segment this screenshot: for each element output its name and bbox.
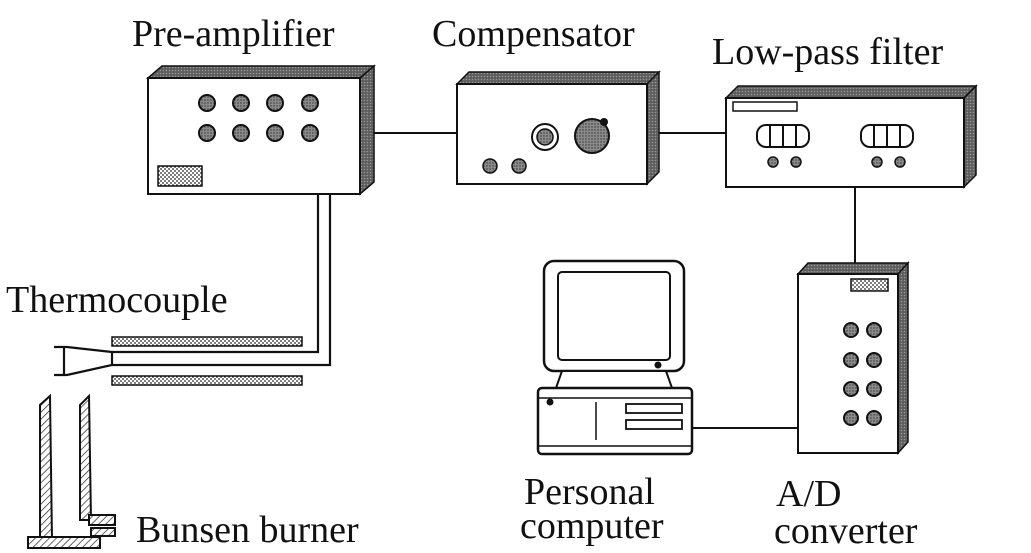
compensator-unit <box>455 70 661 186</box>
lowpass-display <box>732 101 798 112</box>
lowpass-filter-unit <box>724 84 978 189</box>
pc-screen <box>557 271 671 361</box>
label-bunsen-burner: Bunsen burner <box>136 509 359 551</box>
label-lowpass-filter: Low-pass filter <box>712 31 943 73</box>
lowpass-jacks <box>767 156 906 168</box>
preamp-knobs <box>198 94 319 142</box>
pc-drive-1 <box>625 403 683 414</box>
ad-display <box>850 278 889 292</box>
ad-converter-unit <box>796 261 910 455</box>
label-compensator: Compensator <box>432 13 635 55</box>
label-personal-computer-line2: computer <box>520 505 664 547</box>
thermocouple-probe <box>54 336 303 386</box>
lowpass-switch-right <box>860 124 914 148</box>
label-personal-computer-line1: Personal <box>524 471 655 513</box>
pc-drive-2 <box>625 419 683 430</box>
personal-computer <box>536 259 694 456</box>
insulation-sleeve-bottom <box>111 375 303 386</box>
connection-wires <box>374 132 856 429</box>
ad-knobs <box>843 322 882 426</box>
label-ad-converter-line2: converter <box>774 510 918 552</box>
label-ad-converter-line1: A/D <box>776 473 841 515</box>
lowpass-switch-left <box>756 124 810 148</box>
label-thermocouple: Thermocouple <box>6 279 228 321</box>
compensator-knob-large <box>574 118 610 154</box>
insulation-sleeve-top <box>111 336 303 347</box>
label-preamplifier: Pre-amplifier <box>132 13 335 55</box>
compensator-jacks <box>482 158 527 174</box>
preamp-display <box>157 165 203 187</box>
bunsen-burner <box>27 393 116 549</box>
thermocouple-leads <box>112 193 332 367</box>
preamplifier-unit <box>145 64 377 196</box>
